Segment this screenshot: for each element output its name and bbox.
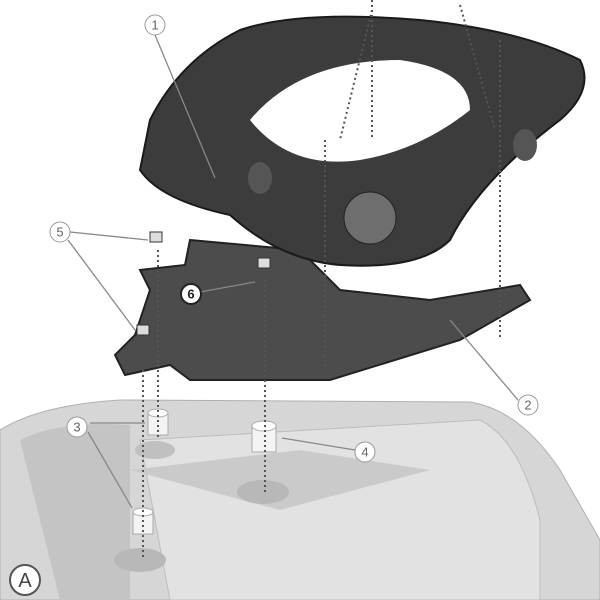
- motorcycle-frame: [0, 399, 600, 600]
- svg-text:A: A: [18, 570, 32, 592]
- svg-text:4: 4: [361, 445, 368, 460]
- svg-text:3: 3: [73, 420, 80, 435]
- svg-text:5: 5: [56, 225, 63, 240]
- callout-5: 5: [49, 221, 71, 243]
- bolts-5: [136, 231, 163, 336]
- svg-text:6: 6: [187, 287, 194, 302]
- alignment-lines: [142, 0, 501, 560]
- svg-text:2: 2: [524, 398, 531, 413]
- svg-text:1: 1: [151, 18, 158, 33]
- spacer-3-upper: [147, 408, 169, 436]
- leader-lines: [67, 34, 519, 509]
- callout-4: 4: [354, 441, 376, 463]
- callout-1: 1: [144, 14, 166, 36]
- top-case-rack: [138, 15, 586, 267]
- callout-3: 3: [66, 416, 88, 438]
- bolt-6: [257, 257, 271, 269]
- callout-2: 2: [517, 394, 539, 416]
- callout-6: 6: [180, 283, 202, 305]
- mounting-plate: [113, 238, 532, 381]
- view-label-a: A: [9, 564, 41, 596]
